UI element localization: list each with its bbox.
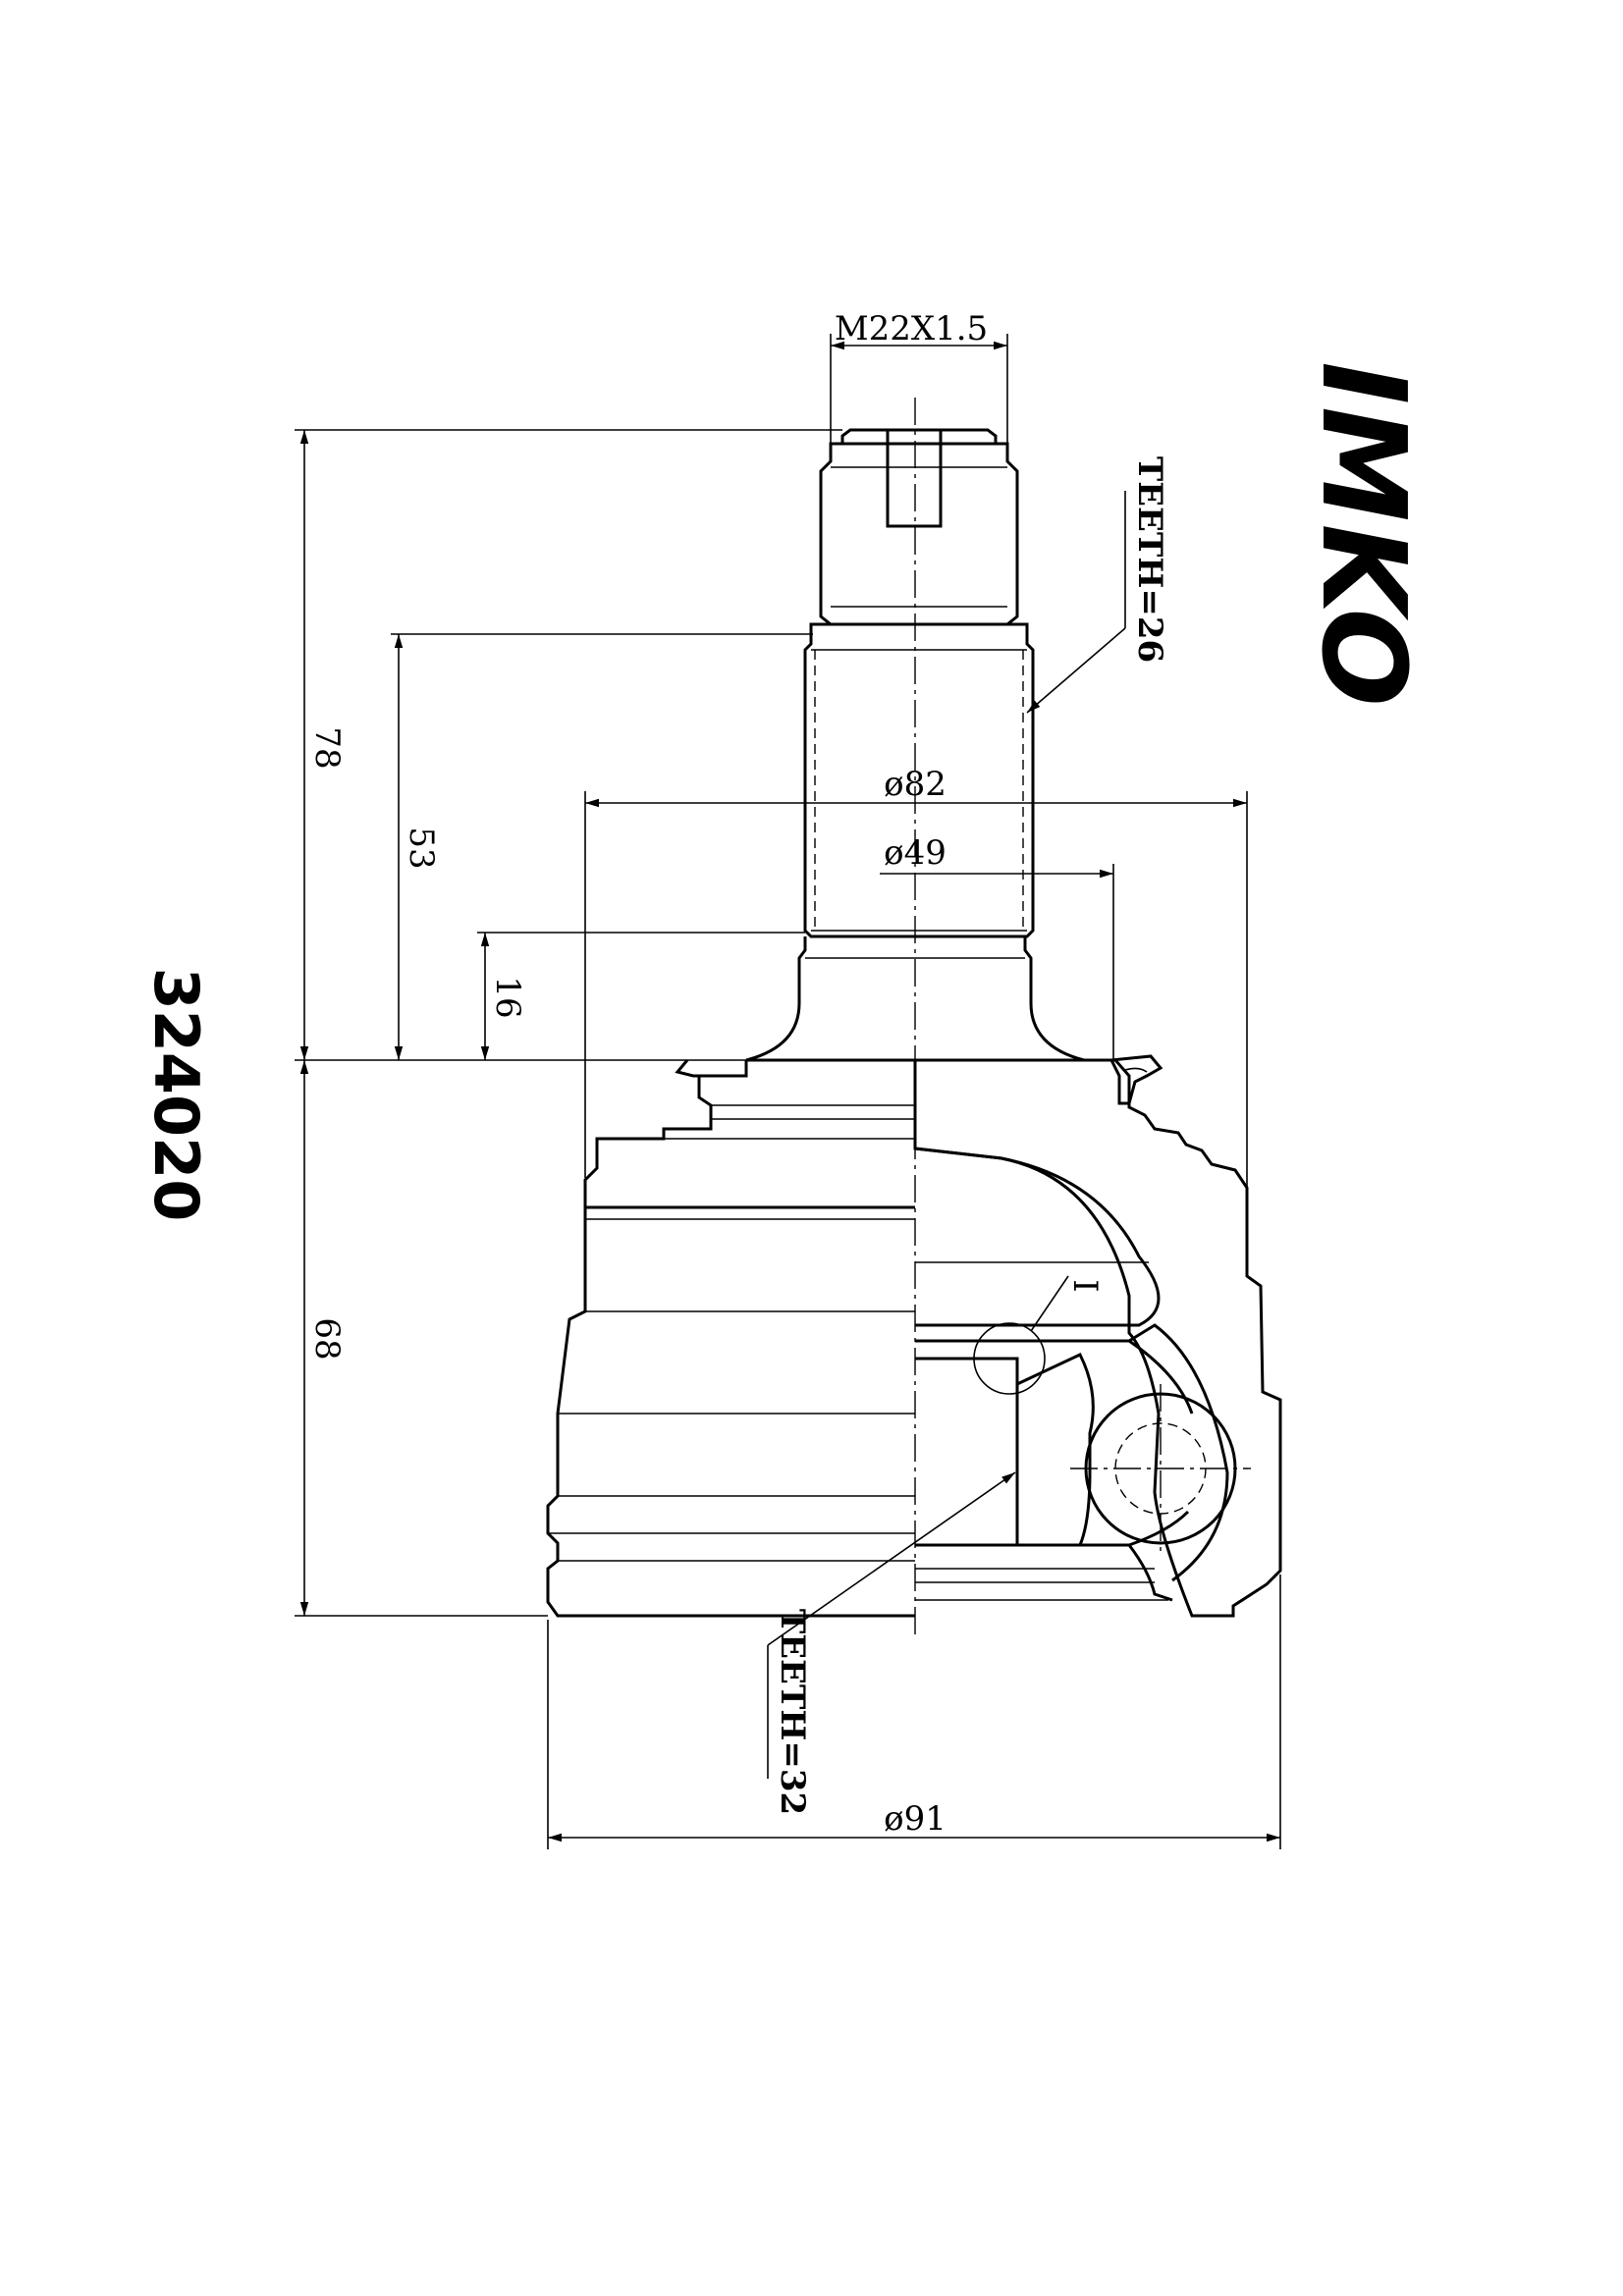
outer-spline-label: TEETH=26	[1130, 456, 1169, 663]
outer-race-section	[913, 1058, 1282, 1618]
dim-seal-diameter: ø49	[884, 833, 947, 873]
threaded-end	[819, 428, 1019, 626]
dim-shoulder-length: 16	[488, 976, 527, 1018]
logo: IMKO	[1296, 361, 1432, 709]
dim-overall-shaft-length: 78	[307, 726, 347, 769]
dimension-lines	[295, 334, 1281, 1849]
svg-text:IMKO: IMKO	[1296, 361, 1432, 709]
housing-outline	[546, 1059, 915, 1618]
detail-circle	[973, 1322, 1046, 1395]
section-view	[913, 1054, 1282, 1618]
dim-boot-diameter: ø82	[884, 765, 947, 804]
dim-spline-length: 53	[402, 827, 441, 869]
inner-spline-label: TEETH=32	[773, 1609, 812, 1815]
dim-body-length: 68	[307, 1317, 347, 1360]
dim-outer-diameter: ø91	[884, 1799, 947, 1839]
thread-label: M22X1.5	[835, 309, 988, 348]
inner-race-section	[1015, 1353, 1095, 1547]
seal	[1109, 1054, 1163, 1105]
part-number: 324020	[140, 968, 212, 1222]
detail-label: I	[1065, 1279, 1105, 1292]
